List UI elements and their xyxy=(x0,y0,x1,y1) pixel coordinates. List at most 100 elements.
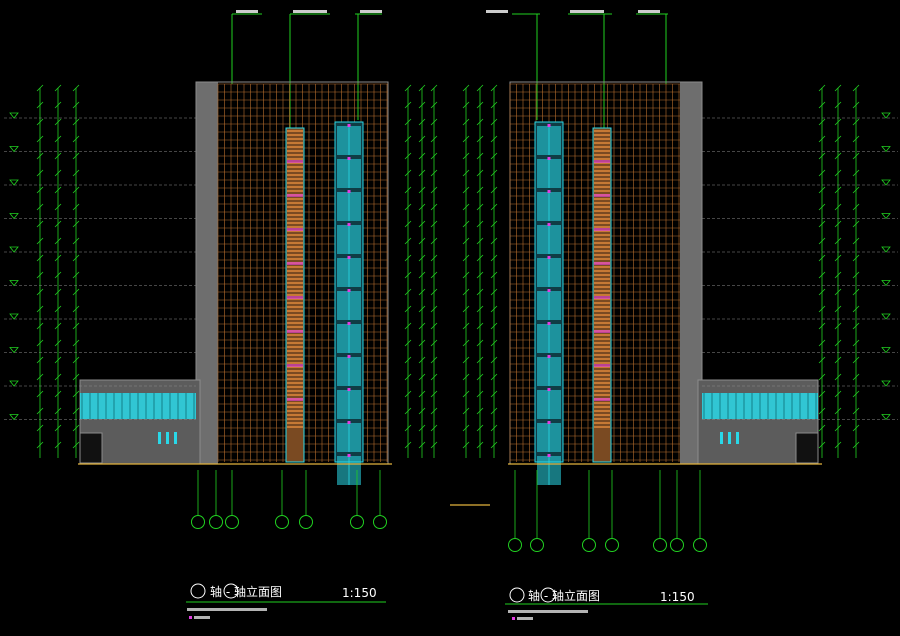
dimension-tick xyxy=(852,203,860,211)
dimension-tick xyxy=(834,254,842,262)
dimension-tick xyxy=(404,135,412,143)
louvre-band xyxy=(594,418,610,420)
dimension-tick xyxy=(404,169,412,177)
louvre-band xyxy=(287,314,303,316)
right-strip-b-bands xyxy=(594,130,610,428)
dimension-tick xyxy=(430,152,438,160)
dimension-tick xyxy=(834,118,842,126)
dimension-tick xyxy=(852,186,860,194)
strip-accent xyxy=(287,398,303,401)
dimension-tick xyxy=(430,203,438,211)
dimension-tick xyxy=(72,220,80,228)
strip-accent xyxy=(287,194,303,197)
left-elevation: 轴 - 轴立面图 1:150 xyxy=(4,10,438,619)
left-stone-wall xyxy=(196,82,218,464)
dimension-tick xyxy=(852,390,860,398)
elevation-marker-icon xyxy=(9,347,19,354)
dimension-tick xyxy=(818,169,826,177)
dimension-tick xyxy=(72,288,80,296)
louvre-band xyxy=(594,202,610,204)
dimension-tick xyxy=(36,237,44,245)
right-title-block: 轴 - 轴立面图 1:150 xyxy=(505,587,708,620)
right-top-leaders xyxy=(512,13,668,128)
louvre-band xyxy=(287,134,303,136)
dimension-tick xyxy=(36,424,44,432)
axis-bubble-icon xyxy=(373,515,387,529)
glass-accent xyxy=(347,256,351,259)
louvre-band xyxy=(594,286,610,288)
louvre-band xyxy=(594,266,610,268)
louvre-band xyxy=(594,302,610,304)
louvre-band xyxy=(594,142,610,144)
dimension-tick xyxy=(36,407,44,415)
dimension-tick xyxy=(404,407,412,415)
louvre-band xyxy=(287,362,303,364)
louvre-band xyxy=(287,406,303,408)
dimension-tick xyxy=(418,220,426,228)
dimension-tick xyxy=(490,118,498,126)
dimension-tick xyxy=(418,305,426,313)
dimension-tick xyxy=(430,186,438,194)
dimension-tick xyxy=(490,390,498,398)
elevation-marker-icon xyxy=(9,146,19,153)
dimension-tick xyxy=(462,84,470,92)
dimension-tick xyxy=(476,135,484,143)
louvre-band xyxy=(594,254,610,256)
louvre-band xyxy=(287,174,303,176)
dimension-tick xyxy=(818,118,826,126)
dimension-tick xyxy=(54,288,62,296)
axis-bubble-icon xyxy=(190,583,206,599)
louvre-band xyxy=(594,158,610,160)
dimension-tick xyxy=(818,220,826,228)
louvre-band xyxy=(594,390,610,392)
dimension-tick xyxy=(430,356,438,364)
louvre-band xyxy=(594,234,610,236)
louvre-band xyxy=(287,338,303,340)
louvre-band xyxy=(287,334,303,336)
right-strip-a-panels xyxy=(537,124,561,485)
louvre-band xyxy=(287,218,303,220)
dimension-tick xyxy=(418,271,426,279)
left-title-legend-swatch xyxy=(189,616,192,619)
dimension-tick xyxy=(462,305,470,313)
dimension-tick xyxy=(818,407,826,415)
louvre-band xyxy=(287,310,303,312)
dimension-tick xyxy=(430,169,438,177)
axis-bubble-icon xyxy=(540,587,556,603)
dimension-tick xyxy=(462,101,470,109)
louvre-band xyxy=(287,222,303,224)
left-title-text: 轴 - 轴立面图 xyxy=(210,584,282,599)
louvre-band xyxy=(594,222,610,224)
axis-bubble-icon xyxy=(605,538,619,552)
dimension-tick xyxy=(72,322,80,330)
dimension-tick xyxy=(490,135,498,143)
louvre-band xyxy=(287,202,303,204)
louvre-band xyxy=(287,210,303,212)
dimension-tick xyxy=(36,152,44,160)
dimension-tick xyxy=(852,407,860,415)
dimension-tick xyxy=(462,220,470,228)
strip-accent xyxy=(287,330,303,333)
dimension-tick xyxy=(404,356,412,364)
louvre-band xyxy=(287,190,303,192)
dimension-tick xyxy=(476,305,484,313)
louvre-band xyxy=(287,150,303,152)
dimension-tick xyxy=(852,135,860,143)
dimension-tick xyxy=(36,390,44,398)
louvre-band xyxy=(287,258,303,260)
louvre-band xyxy=(594,422,610,424)
right-title-legend-note xyxy=(517,617,533,620)
dimension-tick xyxy=(490,407,498,415)
glass-accent xyxy=(347,421,351,424)
dimension-tick xyxy=(36,220,44,228)
dimension-tick xyxy=(54,254,62,262)
louvre-band xyxy=(594,186,610,188)
louvre-band xyxy=(594,342,610,344)
louvre-band xyxy=(287,306,303,308)
dimension-tick xyxy=(54,84,62,92)
louvre-band xyxy=(287,370,303,372)
louvre-band xyxy=(594,354,610,356)
dimension-tick xyxy=(490,254,498,262)
glass-accent xyxy=(547,421,551,424)
strip-accent xyxy=(594,296,610,299)
